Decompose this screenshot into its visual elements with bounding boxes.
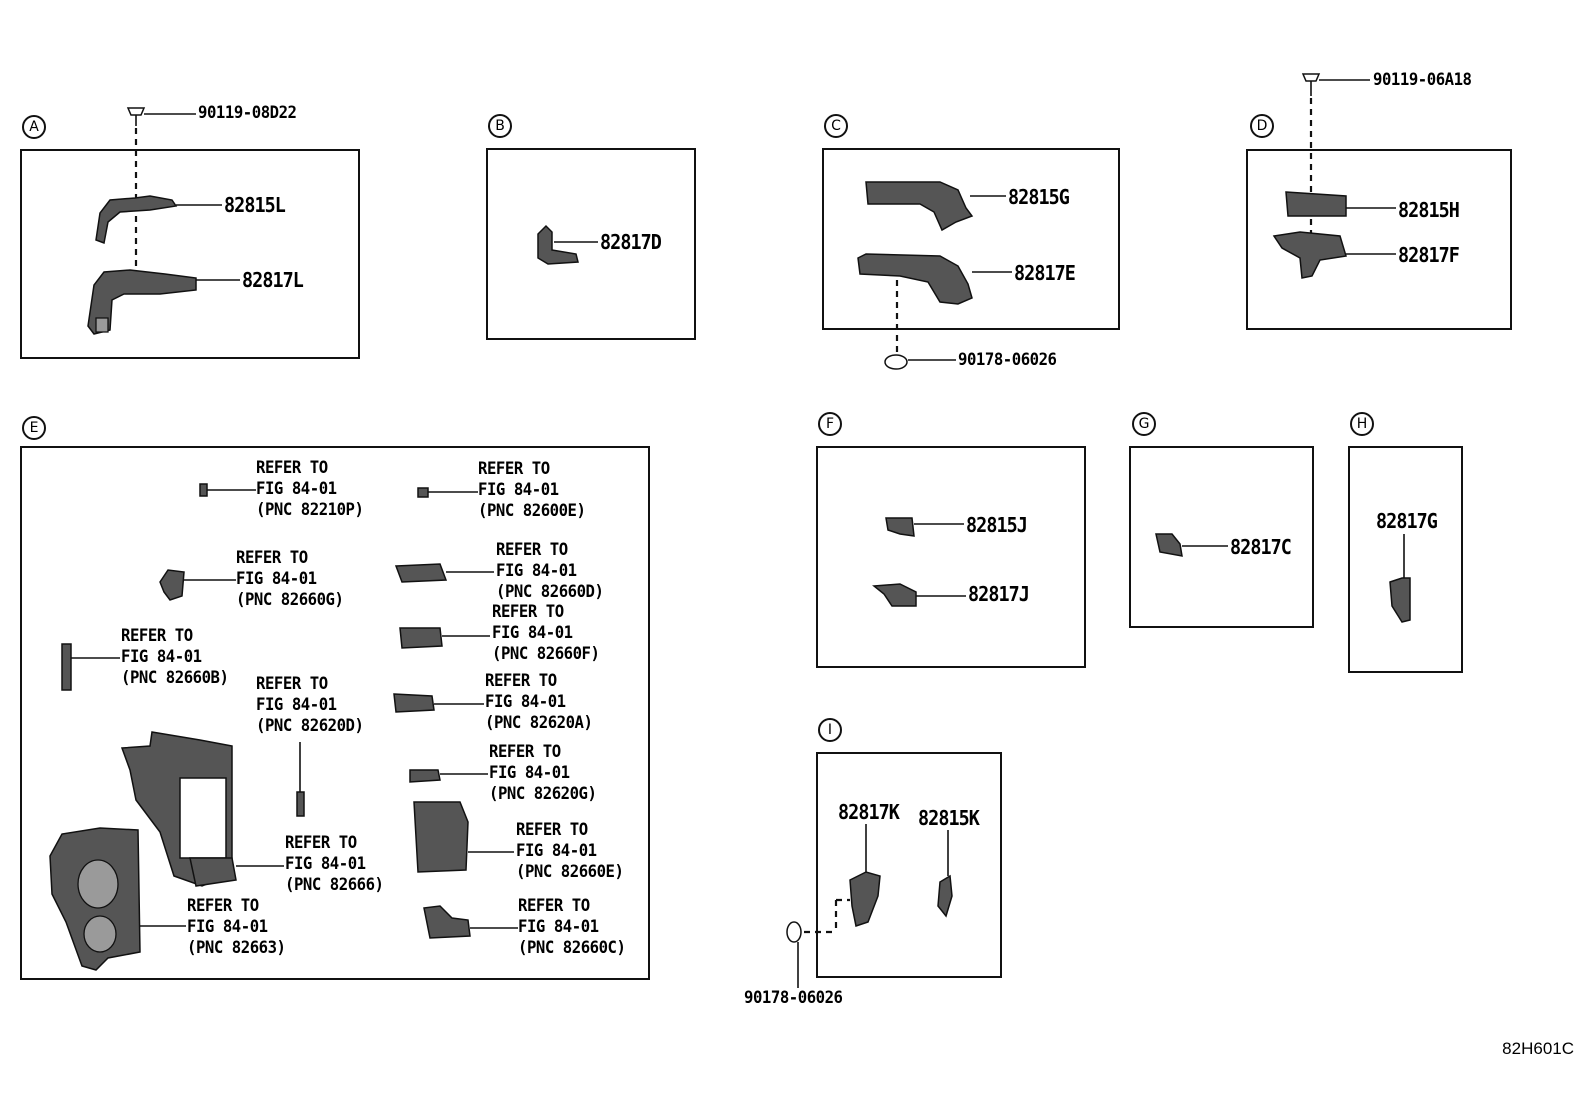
section-g-art [1155,533,1228,557]
section-c-box [822,148,1120,330]
section-d-box [1246,149,1512,330]
ref-pnc-82660e[interactable]: REFER TO FIG 84-01 (PNC 82660E) [516,820,624,882]
section-f-art [872,517,966,607]
part-label-82815h[interactable]: 82815H [1398,198,1460,222]
part-label-82817j[interactable]: 82817J [968,582,1030,606]
ref-pnc-82620a[interactable]: REFER TO FIG 84-01 (PNC 82620A) [485,671,593,733]
section-c-marker: C [824,114,848,138]
ref-pnc-82663[interactable]: REFER TO FIG 84-01 (PNC 82663) [187,896,286,958]
ref-pnc-82666[interactable]: REFER TO FIG 84-01 (PNC 82666) [285,833,384,895]
part-label-82817d[interactable]: 82817D [600,230,662,254]
part-label-82815k[interactable]: 82815K [918,806,980,830]
illustration-code: 82H601C [1502,1039,1574,1058]
part-label-82815g[interactable]: 82815G [1008,185,1070,209]
ref-pnc-82660c[interactable]: REFER TO FIG 84-01 (PNC 82660C) [518,896,626,958]
part-label-82817k[interactable]: 82817K [838,800,900,824]
section-e-art [49,483,518,971]
part-label-90119-08d22[interactable]: 90119-08D22 [198,103,297,123]
section-d-art [1272,73,1396,279]
ref-pnc-82660f[interactable]: REFER TO FIG 84-01 (PNC 82660F) [492,602,600,664]
section-a-box [20,149,360,359]
section-c-art [857,181,1012,370]
section-b-box [486,148,696,340]
part-label-82817e[interactable]: 82817E [1014,261,1076,285]
section-i-art [786,824,953,988]
section-b-marker: B [488,114,512,138]
ref-pnc-82210p[interactable]: REFER TO FIG 84-01 (PNC 82210P) [256,458,364,520]
section-h-art [1389,534,1411,623]
section-f-marker: F [818,412,842,436]
part-label-90178-06026-i[interactable]: 90178-06026 [744,988,843,1008]
section-a-marker: A [22,115,46,139]
section-g-box [1129,446,1314,628]
section-e-box [20,446,650,980]
section-h-box [1348,446,1463,673]
ref-pnc-82660g[interactable]: REFER TO FIG 84-01 (PNC 82660G) [236,548,344,610]
section-a-art [87,107,240,335]
part-label-90178-06026-c[interactable]: 90178-06026 [958,350,1057,370]
section-d-marker: D [1250,114,1274,138]
part-label-82817g[interactable]: 82817G [1376,509,1438,533]
ref-pnc-82600e[interactable]: REFER TO FIG 84-01 (PNC 82600E) [478,459,586,521]
part-label-82817l[interactable]: 82817L [242,268,304,292]
section-f-box [816,446,1086,668]
section-i-marker: I [818,718,842,742]
ref-pnc-82660d[interactable]: REFER TO FIG 84-01 (PNC 82660D) [496,540,604,602]
section-b-art [537,224,598,265]
part-label-82817c[interactable]: 82817C [1230,535,1292,559]
part-label-90119-06a18[interactable]: 90119-06A18 [1373,70,1472,90]
section-h-marker: H [1350,412,1374,436]
section-i-box [816,752,1002,978]
section-g-marker: G [1132,412,1156,436]
ref-pnc-82620d[interactable]: REFER TO FIG 84-01 (PNC 82620D) [256,674,364,736]
part-label-82817f[interactable]: 82817F [1398,243,1460,267]
ref-pnc-82620g[interactable]: REFER TO FIG 84-01 (PNC 82620G) [489,742,597,804]
ref-pnc-82660b[interactable]: REFER TO FIG 84-01 (PNC 82660B) [121,626,229,688]
part-label-82815l[interactable]: 82815L [224,193,286,217]
part-label-82815j[interactable]: 82815J [966,513,1028,537]
section-e-marker: E [22,416,46,440]
